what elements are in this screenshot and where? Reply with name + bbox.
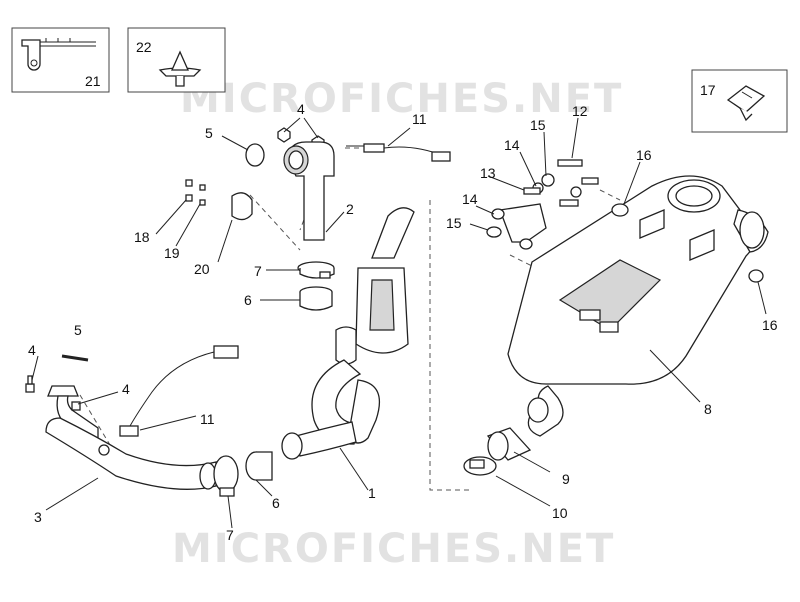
callout-labels: 4 5 11 12 15 14 16 13 14 15 18 19 20 2 7… [28,101,778,543]
part-12-15-bracket-hardware [486,159,599,250]
watermark-top: MICROFICHES.NET [180,76,623,122]
part-10-clamp [463,456,497,476]
inset-box-17: 17 [691,69,788,133]
callout-15-upper: 15 [530,117,546,133]
inset-box-22: 22 [127,27,226,93]
part-8-muffler [507,175,769,437]
part-2-manifold-pipe [283,141,335,241]
part-20-heat-shield [231,192,253,221]
part-21-bracket [21,38,96,71]
callout-5-lower: 5 [74,322,82,338]
part-6-sleeve-lower [245,451,273,481]
callout-6-lower: 6 [272,495,280,511]
callout-9: 9 [562,471,570,487]
part-6-sleeve-upper [299,286,333,311]
part-9-sleeve [486,427,532,461]
part-5-gasket-upper [245,143,265,167]
callout-10: 10 [552,505,568,521]
part-5-gasket-lower [61,354,89,362]
callout-16-lower: 16 [762,317,778,333]
callout-6-upper: 6 [244,292,252,308]
callout-14-upper: 14 [504,137,520,153]
part-1-catalyst-pipe [281,207,415,460]
callout-7-lower: 7 [226,527,234,543]
part-18-19-fasteners [185,179,206,206]
callout-21: 21 [85,73,101,89]
part-7-clamp-upper [297,261,335,279]
part-7-clamp-lower [213,455,239,497]
callout-12: 12 [572,103,588,119]
inset-box-21: 21 [11,27,110,93]
part-11-lambda-sensor-upper [346,143,451,162]
callout-7-upper: 7 [254,263,262,279]
callout-5-upper: 5 [205,125,213,141]
callout-4-right: 4 [122,381,130,397]
part-17-clip [726,85,766,122]
callout-17: 17 [700,82,716,98]
callout-3: 3 [34,509,42,525]
part-11-lambda-sensor-lower [119,345,239,437]
callout-11-lower: 11 [200,411,215,427]
callout-16-upper: 16 [636,147,652,163]
callout-4-left: 4 [28,342,36,358]
callout-13: 13 [480,165,496,181]
callout-1: 1 [368,485,376,501]
callout-4-upper: 4 [297,101,305,117]
watermark-bottom: MICROFICHES.NET [172,526,615,572]
callout-14-lower: 14 [462,191,478,207]
callout-22: 22 [136,39,152,55]
part-16-grommets [611,203,764,283]
callout-18: 18 [134,229,150,245]
callout-15-lower: 15 [446,215,462,231]
part-22-plug [158,50,202,87]
callout-8: 8 [704,401,712,417]
part-3-front-pipe [45,385,217,490]
callout-20: 20 [194,261,210,277]
callout-2: 2 [346,201,354,217]
callout-19: 19 [164,245,180,261]
callout-11-upper: 11 [412,111,427,127]
leader-lines [31,117,767,529]
part-4-studs-lower [25,375,81,411]
